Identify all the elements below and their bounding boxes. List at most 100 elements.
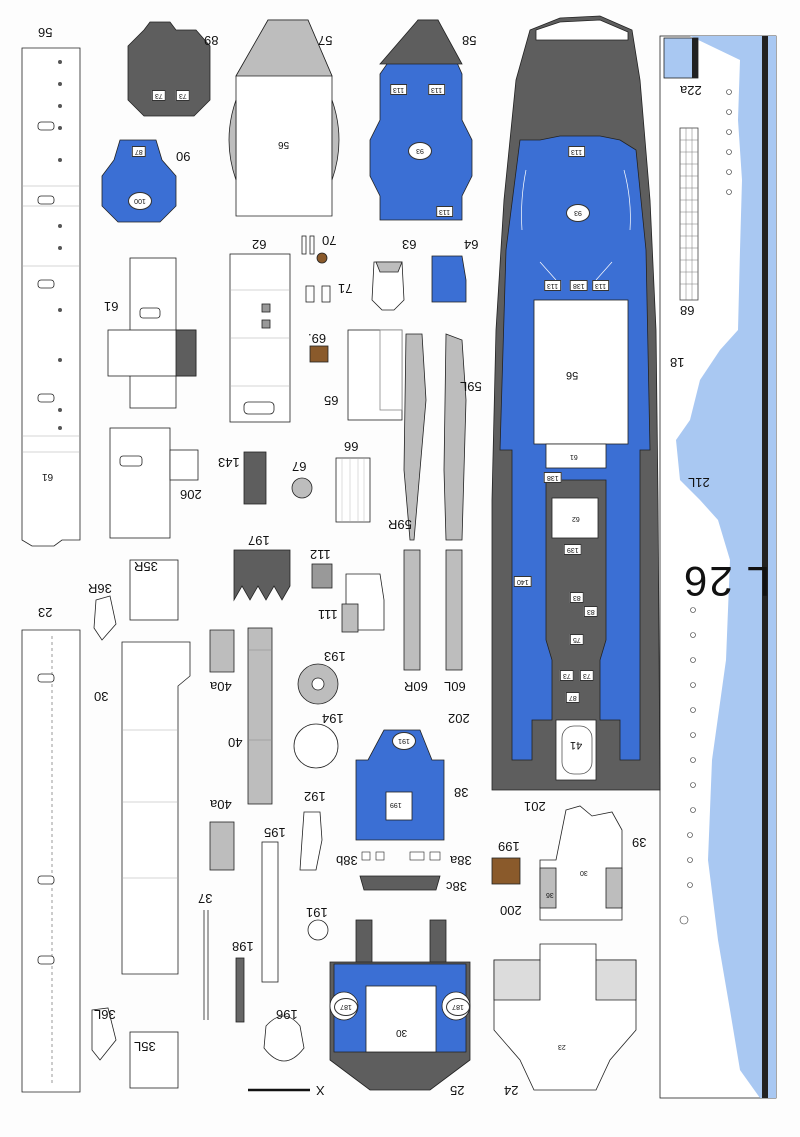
label-111: 111 — [318, 607, 338, 622]
label-22a: 22a — [680, 83, 702, 98]
overlay-75: 75 — [570, 634, 584, 645]
overlay-113-d: 113 — [568, 146, 586, 157]
overlay-138-b: 138 — [544, 472, 562, 483]
label-38c: 38c — [446, 879, 467, 894]
overlay-191: 191 — [392, 732, 416, 750]
label-202: 202 — [448, 711, 470, 726]
label-58: 58 — [462, 33, 477, 48]
overlay-113-f: 113 — [592, 280, 610, 291]
label-60L: 60L — [444, 679, 466, 694]
label-199: 199 — [498, 839, 520, 854]
overlay-73-d: 73 — [580, 670, 594, 681]
overlay-140: 140 — [514, 576, 532, 587]
part-89 — [127, 21, 211, 117]
label-194: 194 — [322, 711, 344, 726]
overlay-113-e: 113 — [544, 280, 562, 291]
label-63: 63 — [402, 237, 417, 252]
overlay-73-c: 73 — [560, 670, 574, 681]
label-71: 71 — [338, 281, 353, 296]
overlay-73-b: 73 — [176, 90, 190, 101]
label-38a: 38a — [450, 853, 472, 868]
overlay-30-a: 30 — [580, 869, 588, 876]
label-68: 68 — [680, 303, 695, 318]
label-201: 201 — [524, 799, 546, 814]
label-56: 56 — [38, 25, 53, 40]
part-61-box — [107, 257, 199, 539]
label-35R: 35R — [134, 559, 158, 574]
overlay-113-b: 113 — [428, 84, 446, 95]
hull-side-part-18 — [659, 35, 777, 1099]
label-61: 61 — [104, 299, 119, 314]
label-198: 198 — [232, 939, 254, 954]
label-89: 89 — [204, 33, 219, 48]
overlay-187-b: 187 — [446, 998, 470, 1016]
part-38 — [355, 729, 445, 841]
overlay-41: 41 — [570, 739, 583, 751]
label-23: 23 — [38, 605, 53, 620]
label-18: 18 — [670, 355, 685, 370]
label-195: 195 — [264, 825, 286, 840]
overlay-23: 23 — [558, 1043, 566, 1050]
label-200: 200 — [500, 903, 522, 918]
overlay-100: 100 — [128, 192, 152, 210]
label-67: 67 — [292, 459, 307, 474]
overlay-93-a: 93 — [408, 142, 432, 160]
label-37: 37 — [198, 891, 213, 906]
label-192: 192 — [304, 789, 326, 804]
label-36L: 36L — [94, 1007, 116, 1022]
label-69: 69. — [308, 331, 327, 346]
overlay-83-a: 83 — [570, 592, 584, 603]
overlay-56-c: 56 — [566, 369, 579, 381]
overlay-83-b: 83 — [584, 606, 598, 617]
part-90 — [101, 139, 177, 223]
overlay-36: 36 — [546, 891, 554, 898]
overlay-87-b: 87 — [566, 692, 580, 703]
label-25: 25 — [450, 1083, 465, 1098]
label-36R: 36R — [88, 581, 112, 596]
label-90: 90 — [176, 149, 191, 164]
label-x: X — [316, 1083, 325, 1098]
label-59R: 59R — [388, 517, 412, 532]
overlay-113-a: 113 — [390, 84, 408, 95]
label-39: 39 — [632, 835, 647, 850]
part-30-structure — [91, 559, 191, 1089]
overlay-138-a: 138 — [570, 280, 588, 291]
overlay-187-a: 187 — [334, 998, 358, 1016]
overlay-62: 62 — [572, 515, 580, 522]
label-38b: 38b — [336, 853, 358, 868]
part-56-strip — [21, 47, 81, 547]
label-197: 197 — [248, 533, 270, 548]
label-191: 191 — [306, 905, 328, 920]
overlay-61-b: 61 — [570, 453, 578, 460]
label-40a-bottom: 40a — [210, 797, 232, 812]
label-24: 24 — [504, 1083, 519, 1098]
overlay-56-a: 56 — [278, 139, 290, 150]
overlay-87: 87 — [132, 146, 146, 157]
label-38: 38 — [454, 785, 469, 800]
label-64: 64 — [464, 237, 479, 252]
label-112: 112 — [310, 547, 331, 562]
small-fittings — [203, 235, 467, 1092]
label-62: 62 — [252, 237, 267, 252]
label-60R: 60R — [404, 679, 428, 694]
label-206: 206 — [180, 487, 202, 502]
overlay-93-b: 93 — [566, 204, 590, 222]
label-65: 65 — [324, 393, 339, 408]
part-23-strip — [21, 629, 81, 1093]
label-21L: 21L — [688, 475, 710, 490]
label-40: 40 — [228, 735, 243, 750]
overlay-139: 139 — [564, 544, 582, 555]
label-35L: 35L — [134, 1039, 156, 1054]
label-143: 143 — [218, 455, 240, 470]
label-66: 66 — [344, 439, 359, 454]
label-57: 57 — [318, 33, 333, 48]
label-196: 196 — [276, 1007, 298, 1022]
label-40a-top: 40a — [210, 679, 232, 694]
overlay-199: 199 — [390, 801, 402, 808]
overlay-113-c: 113 — [436, 206, 454, 217]
part-58 — [369, 19, 473, 221]
overlay-61-a: 61 — [42, 471, 54, 482]
hull-marking: L 26 — [682, 558, 771, 605]
label-59L: 59L — [460, 379, 482, 394]
